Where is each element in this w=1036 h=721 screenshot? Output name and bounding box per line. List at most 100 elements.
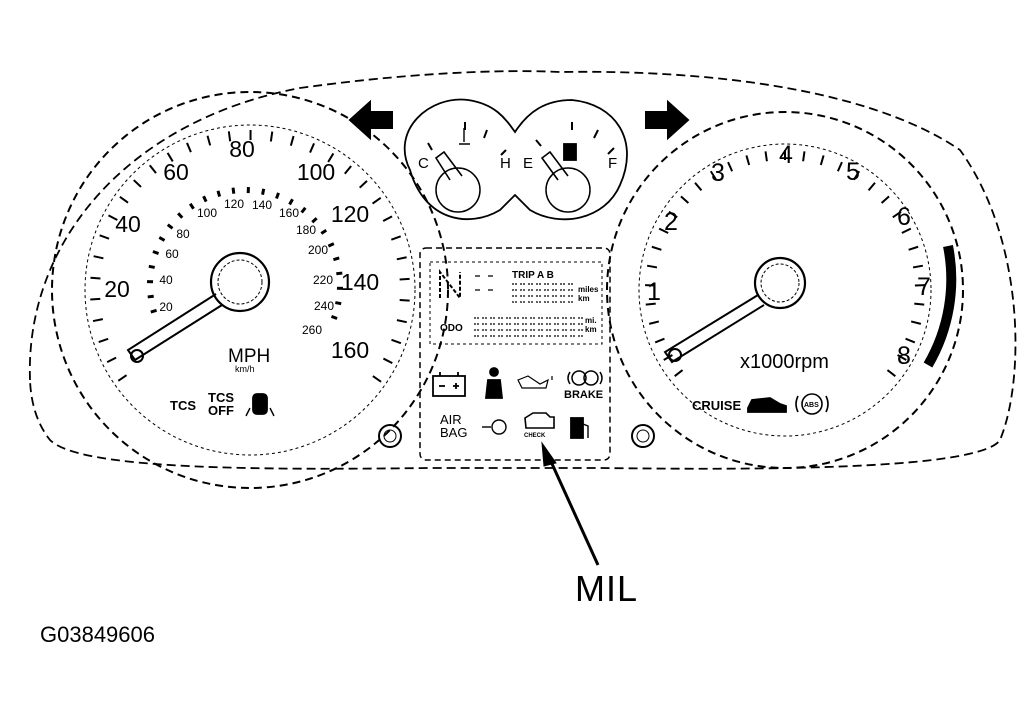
lcd-segment: [482, 317, 487, 325]
cruise-car-icon: [747, 397, 787, 413]
speed-tick: [309, 142, 315, 153]
right-turn-signal-icon: [645, 99, 690, 141]
tach-tick: [892, 210, 902, 219]
rpm-label: 3: [711, 159, 725, 187]
tcs-off-label-1: TCS: [208, 390, 234, 405]
speed-tick: [119, 196, 129, 204]
kmh-tick: [188, 202, 195, 210]
fuel-gauge-needle: [540, 150, 569, 181]
lcd-segment: [474, 329, 479, 337]
tachometer-dial: [638, 143, 932, 437]
tach-tick: [912, 264, 924, 269]
speedometer-ticks: [90, 129, 410, 383]
gear-indicator-glyph: [439, 269, 461, 301]
kmh-tick: [311, 217, 318, 224]
brake-warning-icon: [567, 370, 603, 386]
km-label: km: [578, 294, 590, 303]
lcd-segment: [528, 295, 533, 303]
tach-tick: [802, 151, 806, 162]
lcd-segment: [530, 317, 535, 325]
tach-tick: [764, 151, 768, 162]
lcd-segment: [554, 317, 559, 325]
tach-tick: [853, 170, 861, 181]
tach-tick: [901, 227, 912, 234]
kmh-tick: [216, 190, 222, 197]
lcd-segment: [490, 317, 495, 325]
lcd-segment: [544, 283, 549, 291]
speedometer: [51, 91, 449, 489]
lcd-segment: [546, 329, 551, 337]
tach-tick: [880, 195, 890, 204]
odo-label: ODO: [440, 323, 463, 334]
rpm-label: 5: [846, 158, 860, 186]
tach-tick: [674, 369, 684, 377]
kmh-label: 60: [165, 247, 179, 261]
speedometer-hub: [209, 251, 271, 313]
lcd-segment: [546, 317, 551, 325]
speed-tick: [327, 152, 335, 163]
speedometer-needle: [126, 293, 223, 362]
speed-tick: [269, 131, 274, 142]
gauge-pod-outline: [403, 98, 628, 221]
speed-tick: [399, 298, 410, 302]
kmh-tick: [152, 250, 160, 255]
lcd-segment: [498, 317, 503, 325]
speed-tick: [391, 338, 402, 345]
kmh-tick: [300, 206, 307, 214]
tach-tick: [651, 245, 662, 251]
lcd-segment: [474, 317, 479, 325]
check-label: CHECK: [524, 433, 546, 439]
mil-callout-label: MIL: [575, 568, 639, 609]
speed-tick: [289, 135, 295, 146]
rpm-label: 6: [897, 203, 911, 231]
tach-tick: [745, 155, 751, 166]
speed-tick: [359, 180, 368, 189]
speedometer-bezel: [51, 91, 449, 489]
lcd-segment: [552, 295, 557, 303]
cluster-bezel: [29, 70, 1017, 470]
speed-tick: [90, 276, 101, 280]
tach-tick: [645, 302, 656, 306]
tcs-label: TCS: [170, 398, 196, 413]
speed-tick: [371, 196, 382, 205]
speed-tick: [382, 357, 393, 365]
tach-tick: [914, 302, 925, 306]
lcd-segment: [578, 317, 583, 325]
speedometer-dial: [84, 124, 416, 456]
tach-tick: [727, 161, 734, 172]
lcd-segment: [568, 295, 573, 303]
lcd-segment: [530, 329, 535, 337]
tachometer-bezel: [606, 111, 964, 469]
lcd-segment: [512, 283, 517, 291]
rpm-label: 8: [897, 342, 911, 370]
traction-control-icon: [245, 393, 275, 417]
lcd-segment: [538, 317, 543, 325]
kmh-tick: [330, 315, 338, 320]
rpm-label: 7: [917, 273, 931, 301]
seatbelt-warning-icon: [484, 367, 504, 399]
lcd-segment: [498, 329, 503, 337]
tachometer: [606, 111, 964, 469]
tcs-off-label-2: OFF: [208, 403, 234, 418]
fuel-empty-label: E: [523, 155, 533, 172]
kmh-label: 80: [176, 227, 190, 241]
tachometer-hub: [753, 256, 807, 310]
lcd-segment: [554, 329, 559, 337]
kmh-label: 160: [279, 206, 299, 220]
kmh-tick: [177, 212, 184, 219]
lcd-segment: [520, 283, 525, 291]
kmh-label: 200: [308, 243, 328, 257]
temp-gauge-needle: [434, 150, 463, 181]
kmh-label: 220: [313, 273, 333, 287]
brake-label: BRAKE: [564, 389, 603, 401]
figure-code: G03849606: [40, 622, 155, 647]
kmh-label: 20: [159, 300, 173, 314]
speed-tick: [206, 135, 212, 146]
speed-tick: [108, 214, 118, 221]
kmh-tick: [150, 308, 157, 314]
lcd-segment: [506, 329, 511, 337]
speed-tick: [382, 215, 393, 222]
speed-tick: [344, 165, 352, 175]
